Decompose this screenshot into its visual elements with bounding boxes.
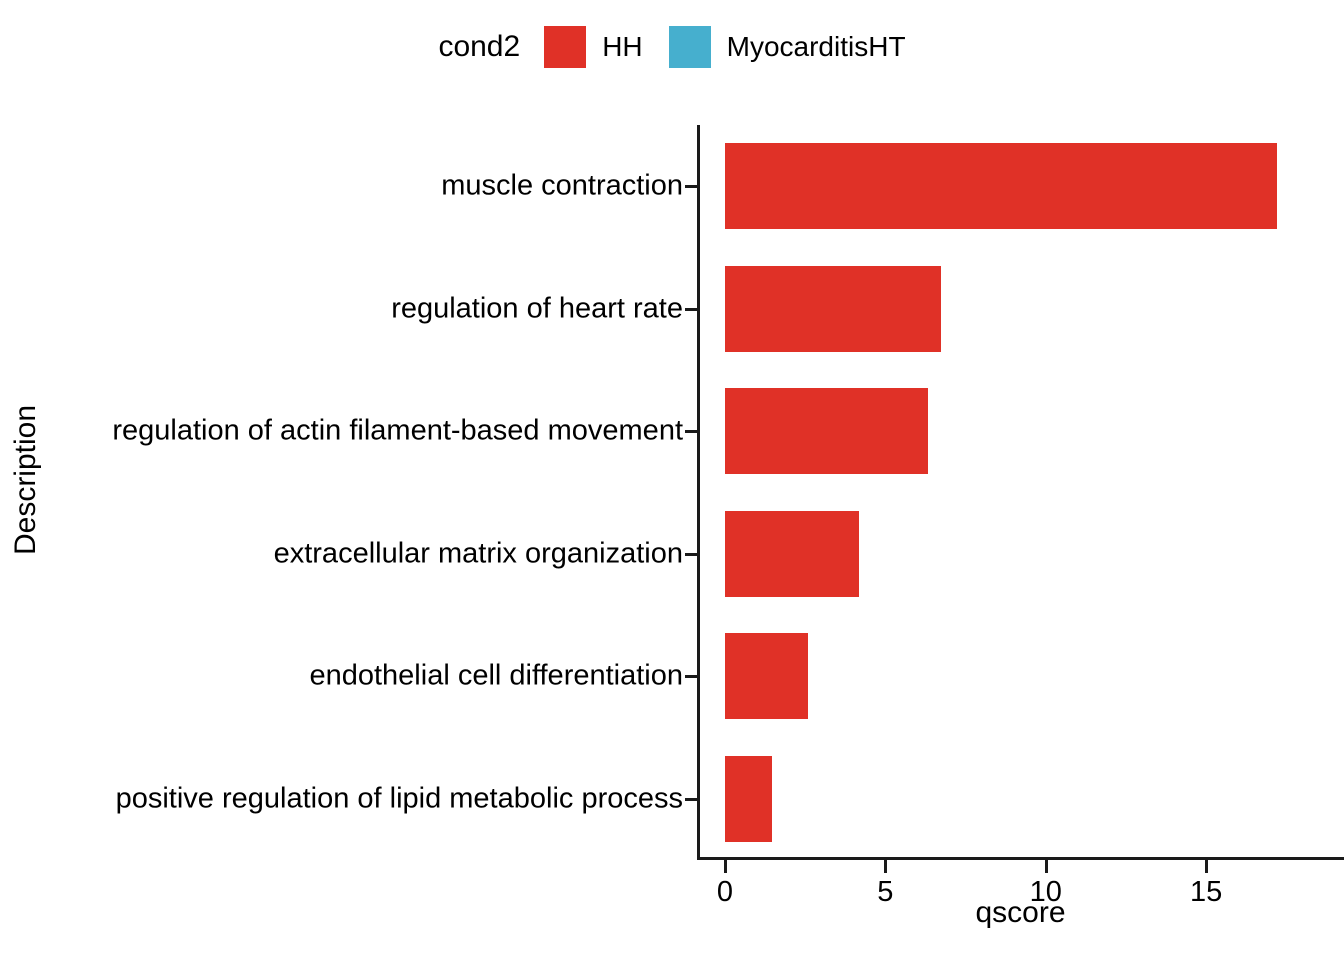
bar[interactable]	[725, 143, 1277, 230]
x-axis-tick	[884, 860, 888, 873]
bar[interactable]	[725, 510, 860, 597]
y-axis-tick-label: extracellular matrix organization	[273, 537, 683, 570]
y-axis-tick	[685, 797, 697, 801]
y-axis-tick-label: positive regulation of lipid metabolic p…	[115, 782, 683, 815]
y-axis-tick-labels: muscle contraction regulation of heart ra…	[0, 125, 697, 860]
x-axis-tick	[724, 860, 727, 873]
x-axis-tick-label: 0	[716, 876, 734, 908]
bar[interactable]	[725, 265, 942, 352]
x-axis-tick	[1044, 860, 1048, 873]
legend-item-hh[interactable]: HH	[544, 26, 643, 68]
legend-label-hh: HH	[602, 31, 643, 62]
x-axis-ticks: 0 5 10 15	[697, 860, 1344, 920]
x-axis-line	[697, 857, 1344, 860]
legend-swatch-hh	[544, 26, 587, 68]
y-axis-tick-label: endothelial cell differentiation	[309, 659, 683, 692]
y-axis-tick-label: muscle contraction	[441, 169, 683, 202]
bar[interactable]	[725, 755, 772, 842]
y-axis-tick	[685, 552, 697, 556]
x-axis-tick-label: 10	[1029, 876, 1062, 908]
legend-title: cond2	[438, 30, 521, 63]
y-axis-line	[697, 125, 700, 860]
legend: cond2 HH MyocarditisHT	[0, 26, 1344, 68]
legend-item-myocarditisht[interactable]: MyocarditisHT	[668, 26, 906, 68]
x-axis-title: qscore	[975, 896, 1066, 929]
x-axis-tick	[1205, 860, 1209, 873]
plot-panel	[685, 125, 1344, 860]
y-axis-tick	[685, 675, 697, 679]
bar[interactable]	[725, 633, 809, 720]
y-axis-tick-label: regulation of heart rate	[391, 292, 683, 325]
x-axis-tick-label: 15	[1189, 876, 1223, 908]
bar[interactable]	[725, 388, 929, 475]
y-axis-tick	[685, 430, 697, 434]
x-axis-tick-label: 5	[877, 876, 894, 908]
y-axis-tick	[685, 307, 697, 311]
legend-swatch-myocarditisht	[668, 26, 711, 68]
y-axis-tick-label: regulation of actin filament-based movem…	[112, 414, 683, 447]
y-axis-tick	[685, 185, 697, 189]
legend-label-myocarditisht: MyocarditisHT	[726, 31, 906, 62]
